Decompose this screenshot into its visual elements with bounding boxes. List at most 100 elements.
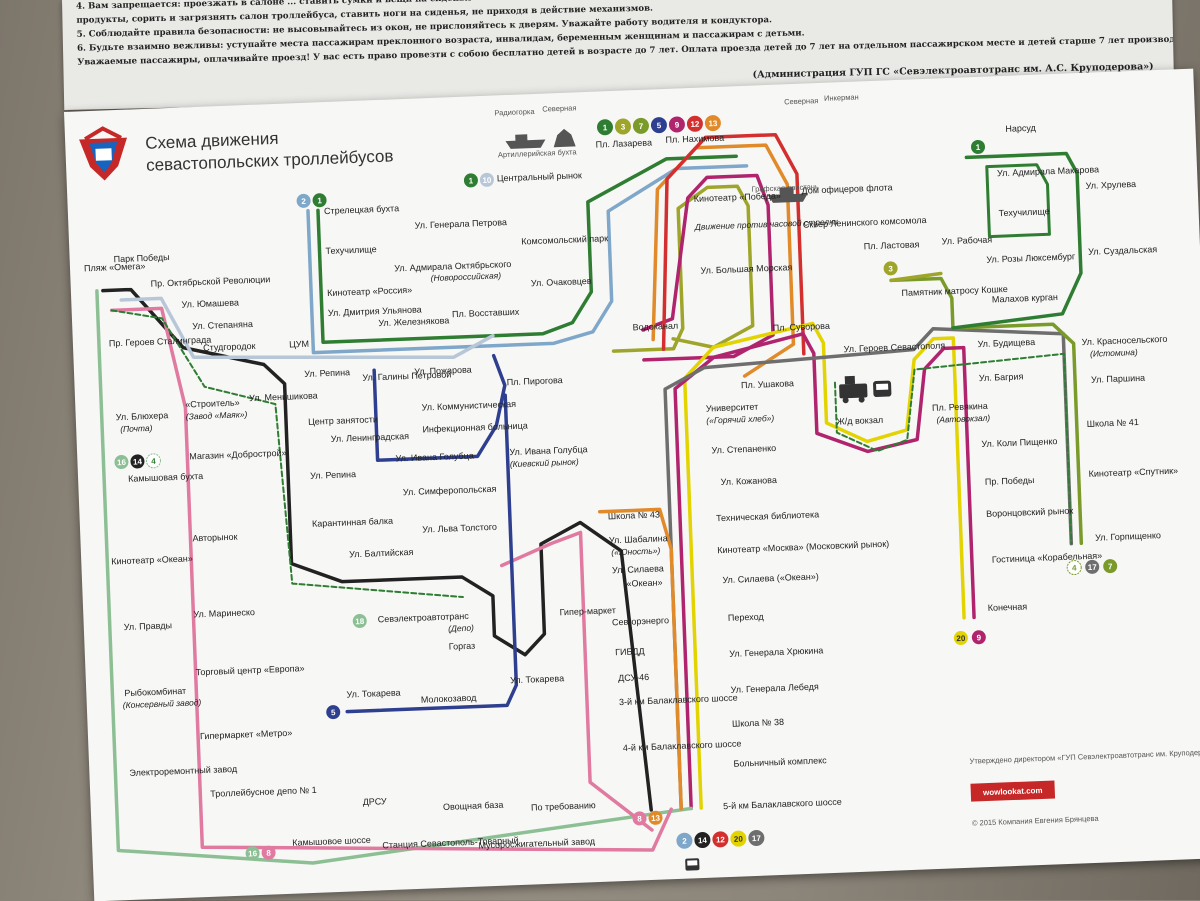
stop-label: Ул. Большая Морская <box>700 262 792 276</box>
stop-label: Ул. Рабочая <box>941 234 992 246</box>
stop-label: ДСУ-46 <box>618 672 649 683</box>
route-line-dashed-green <box>110 309 464 599</box>
badge-route-top: 7 <box>639 122 644 131</box>
badge: 10 <box>482 176 492 185</box>
train-icon <box>839 375 868 404</box>
stop-label: Пляж «Омега» <box>84 261 146 273</box>
stop-label: Больничный комплекс <box>733 755 827 769</box>
stop-label: Горгаз <box>449 641 476 652</box>
badge: 3 <box>888 264 893 273</box>
stop-label: Гостиница «Корабельная» <box>992 550 1103 564</box>
stop-label: Севэлектроавтотранс <box>378 611 470 625</box>
stop-label: Молокозавод <box>421 693 478 705</box>
route-line-orange <box>651 143 796 378</box>
ferry-icon <box>767 187 808 203</box>
badge: 1 <box>469 176 474 185</box>
stop-label: (Завод «Маяк») <box>186 409 248 421</box>
stop-label: Артиллерийская бухта <box>498 147 578 159</box>
route-map: Схема движения севастопольских троллейбу… <box>79 92 1200 871</box>
stop-label: Магазин «Добрострой» <box>189 448 287 462</box>
city-logo <box>79 126 128 181</box>
stop-label: Школа № 41 <box>1087 417 1139 429</box>
stop-label: (Автовокзал) <box>936 413 990 425</box>
stop-label: 3-й км Балаклавского шоссе <box>619 693 738 708</box>
stop-label: Камышовая бухта <box>128 471 203 484</box>
stop-label: Ул. Розы Люксембург <box>986 251 1076 264</box>
route-line-olive3 <box>889 271 943 283</box>
route-lines <box>95 132 1084 865</box>
stop-label: Ул. Адмирала Октябрьского <box>394 259 511 273</box>
stop-label: Ул. Коли Пищенко <box>981 436 1057 449</box>
stop-label: Ул. Пожарова <box>414 365 472 377</box>
stop-label: Ул. Хрулева <box>1085 179 1136 191</box>
stop-label: Ул. Блюхера <box>116 410 169 422</box>
stop-label: Ул. Генерала Хрюкина <box>729 645 823 659</box>
badge-route-bottom: 12 <box>716 835 726 844</box>
stop-label: Комсомольский парк <box>521 233 608 246</box>
route-line-orange-south <box>597 507 683 811</box>
bus-station-icon <box>685 858 700 871</box>
stop-label: ДРСУ <box>363 796 388 807</box>
stop-label: Ул. Очаковцев <box>531 276 592 288</box>
stop-label: Водоканал <box>632 321 678 333</box>
monument-icon <box>553 128 576 148</box>
stop-label: (Новороссийская) <box>430 270 501 283</box>
stop-label: Памятник матросу Кошке <box>901 284 1008 298</box>
badge: 18 <box>355 617 365 626</box>
stop-label: Кинотеатр «Москва» (Московский рынок) <box>717 539 889 556</box>
approval-text: Утверждено директором «ГУП Севэлектроавт… <box>969 743 1200 766</box>
stop-label: (Депо) <box>448 623 474 634</box>
badge: 4 <box>151 457 156 466</box>
route-line-pink <box>109 306 673 852</box>
stop-label: «Океан» <box>626 577 662 588</box>
stop-label: Ул. Суздальская <box>1088 244 1157 257</box>
stop-label: Ул. Ивана Голубца <box>395 451 474 464</box>
stop-label: ЦУМ <box>289 339 309 350</box>
route-line-dashed-green-east <box>833 352 1073 545</box>
badge: 16 <box>248 849 258 858</box>
badge-route-bottom: 17 <box>752 834 762 843</box>
badge-route-bottom: 14 <box>698 836 708 845</box>
stop-label: Кинотеатр «Победа» <box>694 191 781 204</box>
bottom-route-badges: 2 14 12 20 17 <box>676 829 765 849</box>
stop-label: Переход <box>728 611 765 622</box>
stop-label: Пл. Суворова <box>773 321 830 333</box>
stop-label: Центральный рынок <box>497 170 582 183</box>
badge-route-bottom: 2 <box>682 837 687 846</box>
stop-label: Ул. Токарева <box>510 673 564 685</box>
route-line-grey <box>663 327 1074 811</box>
stop-label: Ул. Железнякова <box>378 315 449 328</box>
badge-route-top: 5 <box>657 121 662 130</box>
stop-label: Техучилище <box>325 244 376 256</box>
stop-label: Ул. Коммунистическая <box>421 399 516 413</box>
badge: 1 <box>317 196 322 205</box>
stop-label: Пл. Пирогова <box>507 375 563 387</box>
stop-label: Пл. Нахимова <box>665 133 724 145</box>
stop-label: Авторынок <box>192 532 237 544</box>
badge-route-top: 3 <box>621 122 626 131</box>
stop-label: Ул. Кожанова <box>720 475 777 487</box>
stop-label: Северная <box>542 103 577 113</box>
stop-label: Техучилище <box>998 206 1049 218</box>
stop-label: Ул. Симферопольская <box>403 484 497 498</box>
stop-label: Мусоросжигательный завод <box>478 836 596 850</box>
stop-label: Ул. Маринеско <box>193 607 255 619</box>
stop-label: Ул. Силаева <box>612 563 664 575</box>
badge-route-top: 1 <box>603 123 608 132</box>
stop-label: Ул. Степаняна <box>192 319 253 331</box>
route-line-light-green <box>95 289 693 865</box>
stop-label: Школа № 38 <box>732 717 784 729</box>
top-route-badges: 1 3 7 5 9 12 13 <box>596 115 721 136</box>
route-line-red <box>661 132 806 356</box>
stop-label: Камышовое шоссе <box>292 835 371 848</box>
stop-label: Ул. Красносельского <box>1081 334 1167 347</box>
badge: 5 <box>331 708 336 717</box>
route-line-navy <box>372 353 507 462</box>
site-link[interactable]: wowlookat.com <box>982 786 1043 797</box>
badge: 4 <box>1072 563 1077 572</box>
badge-route-top: 12 <box>690 120 700 129</box>
badge: 8 <box>266 849 271 858</box>
stop-label: Малахов курган <box>992 292 1058 305</box>
stop-label: Карантинная балка <box>312 516 393 529</box>
route-line-blue <box>306 164 749 355</box>
